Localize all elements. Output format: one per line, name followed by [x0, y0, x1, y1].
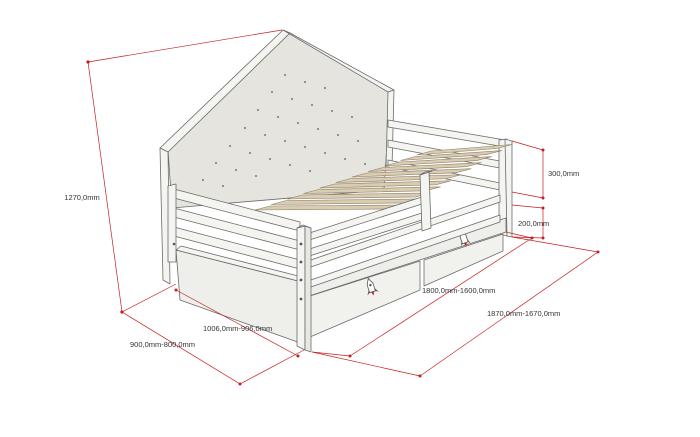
headboard-tufts — [201, 73, 367, 188]
height-dim-line — [87, 61, 123, 313]
dimension-labels: 1270,0mm 300,0mm 200,0mm 1800,0mm-1600,0… — [64, 169, 579, 349]
label-inner-width: 1006,0mm-906,0mm — [203, 324, 272, 333]
slat — [335, 174, 462, 183]
label-rail-height: 300,0mm — [548, 169, 579, 178]
label-inner-length: 1800,0mm-1600,0mm — [422, 286, 495, 295]
tuft-button — [283, 139, 287, 143]
tuft-button — [323, 86, 327, 90]
tuft-button — [343, 157, 347, 161]
tuft-button — [356, 139, 360, 143]
slat — [319, 180, 451, 189]
tuft-button — [308, 169, 312, 173]
slat — [287, 192, 431, 200]
slat — [367, 162, 482, 172]
tuft-button — [228, 144, 232, 148]
tuft-button — [303, 80, 307, 84]
slat — [303, 186, 441, 194]
tuft-button — [263, 133, 267, 137]
tuft-button — [323, 151, 327, 155]
tuft-button — [296, 121, 300, 125]
tuft-button — [268, 157, 272, 161]
front-guard-rail — [299, 170, 501, 290]
tuft-button — [303, 145, 307, 149]
headboard — [159, 29, 395, 285]
label-drawer-height: 200,0mm — [518, 219, 549, 228]
tuft-button — [350, 115, 354, 119]
label-total-width: 900,0mm-800,0mm — [130, 340, 195, 349]
tuft-button — [214, 161, 218, 165]
rocket-icon — [366, 277, 379, 296]
tuft-button — [248, 151, 252, 155]
tuft-button — [288, 163, 292, 167]
tuft-button — [276, 115, 280, 119]
slat — [271, 198, 421, 205]
tuft-button — [270, 90, 274, 94]
tuft-button — [201, 178, 205, 182]
tuft-button — [234, 168, 238, 172]
front-corner-post — [172, 224, 312, 353]
tuft-button — [310, 103, 314, 107]
tuft-button — [254, 174, 258, 178]
bed-illustration — [159, 29, 513, 353]
slat — [416, 144, 513, 156]
tuft-button — [336, 133, 340, 137]
tuft-button — [363, 162, 367, 166]
label-total-length: 1870,0mm-1670,0mm — [487, 309, 560, 318]
label-total-height: 1270,0mm — [64, 193, 99, 202]
slat — [384, 156, 492, 167]
tuft-button — [221, 184, 225, 188]
tuft-button — [256, 108, 260, 112]
bed-slats — [254, 144, 513, 211]
tuft-button — [283, 73, 287, 77]
tuft-button — [290, 97, 294, 101]
dimension-lines — [86, 29, 600, 386]
tuft-button — [243, 126, 247, 130]
headboard-post-left — [159, 147, 171, 285]
tuft-button — [316, 127, 320, 131]
slat — [400, 150, 502, 161]
tuft-button — [330, 109, 334, 113]
drawer-right — [423, 233, 504, 287]
